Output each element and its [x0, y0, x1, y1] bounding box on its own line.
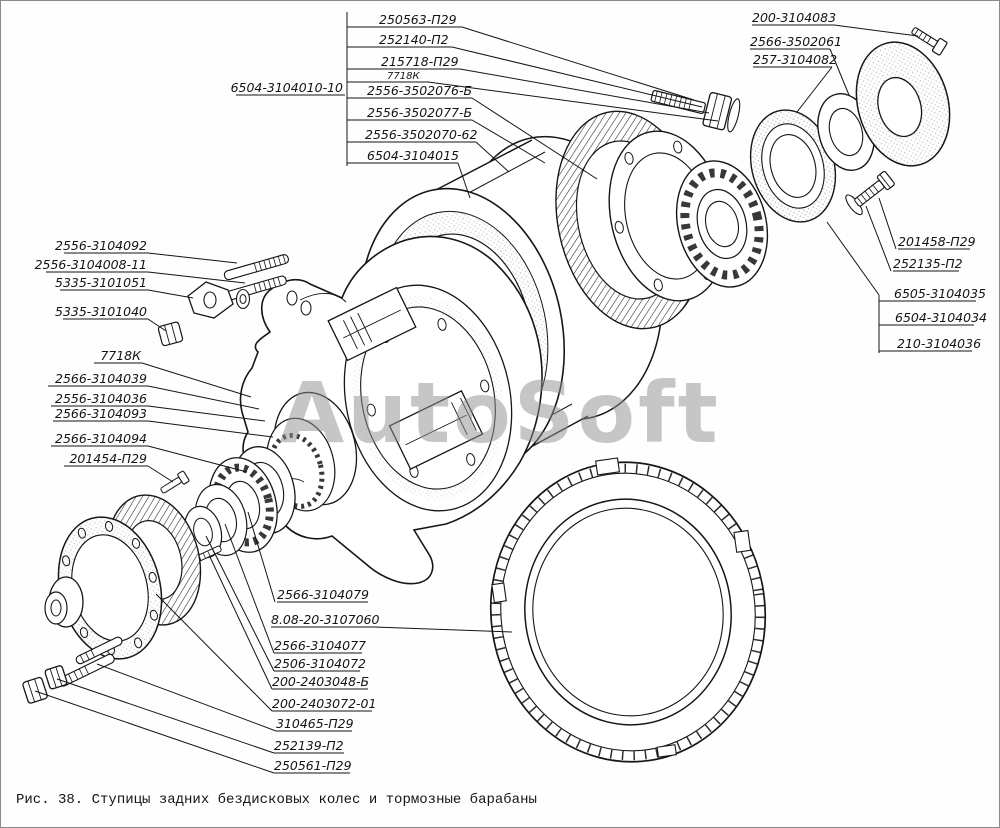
part-label: 7718К: [100, 348, 142, 363]
part-label: 2556-3104036: [55, 391, 147, 406]
right-bolt: [843, 168, 897, 217]
part-label: 2506-3104072: [274, 656, 366, 671]
part-label: 2566-3104079: [277, 587, 369, 602]
part-label: 5335-3101051: [55, 275, 147, 290]
outer-bearing: [664, 151, 780, 296]
part-labels: 250563-П29 252140-П2 215718-П29 7718К 25…: [35, 10, 987, 773]
axle-casting: [240, 236, 542, 583]
part-label: 2566-3104093: [55, 406, 147, 421]
part-label: 8.08-20-3107060: [271, 612, 379, 627]
part-label: 310465-П29: [276, 716, 354, 731]
part-label: 2556-3104008-11: [35, 257, 147, 272]
part-label: 2566-3104039: [55, 371, 147, 386]
bearing-stack: [179, 440, 304, 562]
wheel-stud-short: [75, 636, 123, 665]
top-right-bolt: [909, 24, 947, 56]
part-label: 252140-П2: [379, 32, 449, 47]
part-label: 2556-3502076-Б: [367, 83, 472, 98]
leader-lines: [35, 12, 918, 773]
part-label: 252135-П2: [893, 256, 963, 271]
wheel-nut-1: [22, 677, 48, 704]
part-label: 252139-П2: [274, 738, 344, 753]
drawing-layer: [22, 24, 963, 780]
wheel-hub: [44, 506, 176, 670]
part-label: 7718К: [387, 71, 420, 82]
label-underlines: [46, 25, 976, 773]
wheel-nut-2: [44, 665, 67, 690]
figure-caption: Рис. 38. Ступицы задних бездисковых коле…: [16, 792, 537, 808]
bracket-nut: [158, 321, 183, 346]
part-label: 2556-3104092: [55, 238, 147, 253]
part-label: 2556-3502077-Б: [367, 105, 472, 120]
part-label: 200-2403048-Б: [272, 674, 369, 689]
part-label: 215718-П29: [381, 54, 459, 69]
part-label: 6504-3104015: [367, 148, 459, 163]
watermark: AutoSoft: [279, 364, 721, 462]
part-label: 250561-П29: [274, 758, 352, 773]
part-label: 210-3104036: [897, 336, 981, 351]
part-label: 6504-3104010-10: [231, 80, 343, 95]
part-label: 201458-П29: [898, 234, 976, 249]
retainer-ring: [842, 31, 963, 177]
part-label: 201454-П29: [69, 451, 147, 466]
brake-drum-band: [471, 440, 785, 779]
part-label: 200-2403072-01: [272, 696, 376, 711]
part-label: 5335-3101040: [55, 304, 147, 319]
part-label: 2566-3502061: [750, 34, 842, 49]
part-label: 2556-3502070-62: [365, 127, 477, 142]
clamp-bracket: [188, 282, 233, 318]
part-label: 6505-3104035: [894, 286, 986, 301]
part-label: 2566-3104077: [274, 638, 366, 653]
small-bolt: [159, 471, 190, 497]
part-label: 2566-3104094: [55, 431, 147, 446]
part-label: 200-3104083: [752, 10, 836, 25]
part-label: 250563-П29: [379, 12, 457, 27]
part-label: 6504-3104034: [895, 310, 987, 325]
hub-seal: [738, 100, 848, 232]
part-label: 257-3104082: [753, 52, 837, 67]
stud-washer: [237, 290, 250, 309]
